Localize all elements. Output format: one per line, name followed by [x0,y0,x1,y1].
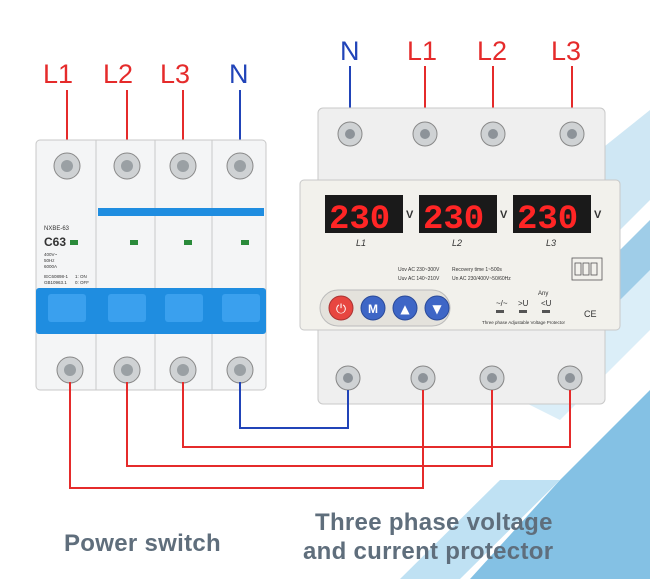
protector-bottom-terminals [335,365,583,391]
ce-mark: CE [584,309,597,319]
svg-text:▲: ▲ [400,302,410,316]
svg-text:L2: L2 [452,238,462,248]
svg-text:M: M [368,302,378,316]
svg-text:1: ON: 1: ON [75,274,87,279]
caption-power-switch: Power switch [64,530,221,557]
breaker-label-l3: L3 [160,59,190,89]
breaker-label-l2: L2 [103,59,133,89]
display-l1 [325,195,403,233]
breaker-bottom-terminals [56,356,254,384]
svg-text:V: V [594,209,602,221]
svg-text:▼: ▼ [432,302,442,316]
caption-protector-line1: Three phase voltage [315,509,553,536]
svg-text:~/~: ~/~ [496,299,508,308]
display-l1-value: 230 [329,201,390,239]
wire-l2 [126,382,493,467]
svg-text:0: OFF: 0: OFF [75,280,89,285]
display-l2-value: 230 [423,201,484,239]
svg-text:Uuv AC 140~210V: Uuv AC 140~210V [398,276,440,282]
voltage-protector: 230 V L1 230 V L2 230 V L3 Uov AC 230~30… [299,107,621,405]
svg-text:L3: L3 [546,238,556,248]
wire-l3 [182,382,571,448]
display-l3 [513,195,591,233]
svg-text:>U: >U [518,299,529,308]
display-l3-value: 230 [517,201,578,239]
svg-text:Uov AC 230~300V: Uov AC 230~300V [398,267,440,273]
svg-text:GB10963.1: GB10963.1 [44,280,67,285]
breaker-label-n: N [229,59,249,89]
protector-top-terminals [337,121,585,147]
up-button[interactable]: ▲ [392,295,418,321]
wire-l1 [69,382,424,489]
breaker-label-l1: L1 [43,59,73,89]
display-l2 [419,195,497,233]
protector-label-n: N [340,36,360,66]
connecting-wires [69,382,571,489]
down-button[interactable]: ▼ [424,295,450,321]
mode-button[interactable]: M [360,295,386,321]
svg-text:400V~: 400V~ [44,252,58,257]
breaker-rating: C63 [44,235,66,249]
wire-n [239,382,349,429]
svg-text:IEC60898-1: IEC60898-1 [44,274,69,279]
protector-product-name: Three phase Adjustable Voltage Protector [482,320,566,325]
svg-text:50Hz: 50Hz [44,258,55,263]
protector-label-l2: L2 [477,36,507,66]
svg-text:V: V [500,209,508,221]
power-button[interactable]: ⏻ [328,295,354,321]
svg-text:V: V [406,209,414,221]
svg-text:⏻: ⏻ [336,302,346,317]
protector-label-l3: L3 [551,36,581,66]
svg-text:Recovery time 1~500s: Recovery time 1~500s [452,267,502,273]
svg-text:6000A: 6000A [44,264,57,269]
breaker-model: NXBE-63 [44,226,70,232]
caption-protector-line2: and current protector [303,538,554,565]
circuit-breaker: NXBE-63 C63 400V~ 50Hz 6000A IEC60898-1 … [35,139,267,391]
breaker-top-terminals [53,152,254,180]
svg-text:Un AC 230/400V~50/60Hz: Un AC 230/400V~50/60Hz [452,276,511,282]
svg-text:Any: Any [538,291,548,297]
svg-text:L1: L1 [356,238,366,248]
svg-text:<U: <U [541,299,552,308]
protector-label-l1: L1 [407,36,437,66]
